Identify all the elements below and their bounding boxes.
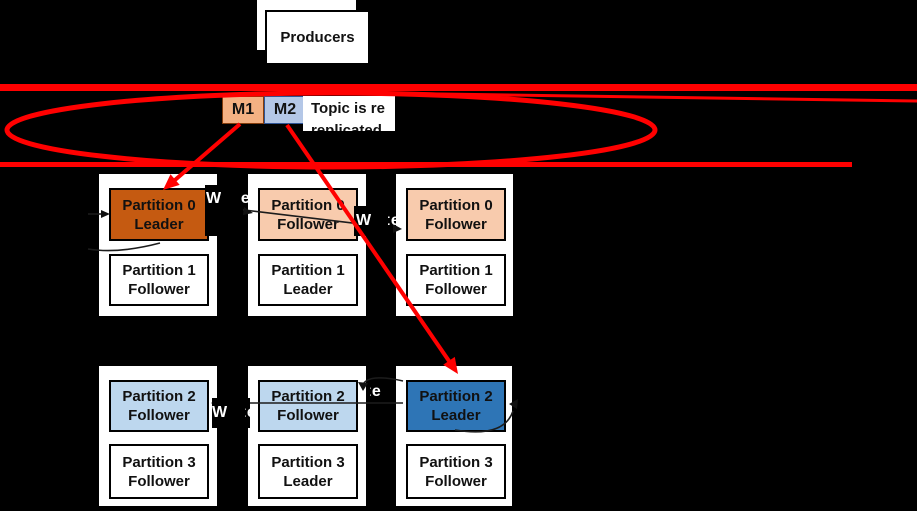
cell-line: Leader bbox=[283, 472, 333, 490]
red-ellipse bbox=[4, 90, 658, 170]
partition-3-follower: Partition 3 Follower bbox=[406, 444, 506, 499]
partition-0-follower: Partition 0 Follower bbox=[406, 188, 506, 241]
cell-line: Follower bbox=[425, 281, 487, 298]
cell-line: Partition 3 bbox=[122, 453, 196, 471]
cell-line: Partition 1 bbox=[271, 262, 345, 279]
write-arrow-broker6-to-broker5 bbox=[363, 377, 404, 384]
broker-4: Partition 2 Follower Partition 3 Followe… bbox=[97, 364, 219, 508]
red-bar-top bbox=[0, 84, 917, 91]
message-m2-label: M2 bbox=[273, 101, 297, 118]
cell-line: Partition 3 bbox=[271, 453, 345, 471]
broker-6: Partition 2 Leader Partition 3 Follower bbox=[394, 364, 514, 508]
arrowhead-broker5-follower bbox=[358, 382, 368, 391]
cell-line: Partition 1 bbox=[122, 262, 196, 279]
partition-3-follower: Partition 3 Follower bbox=[109, 444, 209, 499]
cell-line: Partition 0 bbox=[271, 196, 345, 214]
cell-line: Leader bbox=[431, 407, 481, 424]
topic-note-box: Topic is re replicated bbox=[303, 96, 395, 131]
cell-line: Partition 1 bbox=[419, 262, 493, 279]
partition-0-follower: Partition 0 Follower bbox=[258, 188, 358, 241]
topic-note-line1: Topic is re bbox=[311, 100, 385, 117]
cell-line: Partition 2 bbox=[419, 388, 493, 405]
cell-line: Leader bbox=[283, 281, 333, 298]
message-m1-label: M1 bbox=[231, 101, 255, 118]
artifact-blob bbox=[228, 401, 245, 426]
leader2-fetch-loop-curve bbox=[454, 410, 514, 433]
message-m1: M1 bbox=[222, 96, 264, 124]
partition-2-leader: Partition 2 Leader bbox=[406, 380, 506, 432]
producers-box: Producers bbox=[265, 10, 370, 65]
cell-line: Follower bbox=[425, 215, 487, 233]
partition-1-follower: Partition 1 Follower bbox=[109, 254, 209, 306]
cell-line: Follower bbox=[128, 472, 190, 490]
producers-label: Producers bbox=[280, 29, 355, 46]
cell-line: Follower bbox=[128, 407, 190, 424]
cell-line: Partition 2 bbox=[271, 388, 345, 405]
partition-1-follower: Partition 1 Follower bbox=[406, 254, 506, 306]
partition-2-follower: Partition 2 Follower bbox=[109, 380, 209, 432]
broker-1: Partition 0 Leader Partition 1 Follower bbox=[97, 172, 219, 318]
partition-3-leader: Partition 3 Leader bbox=[258, 444, 358, 499]
broker-2: Partition 0 Follower Partition 1 Leader bbox=[246, 172, 368, 318]
m2-arrowhead bbox=[443, 356, 458, 374]
arrowhead-broker3-follower bbox=[393, 224, 402, 233]
cell-line: Follower bbox=[425, 472, 487, 490]
topic-note-line2: replicated bbox=[311, 122, 382, 131]
broker-3: Partition 0 Follower Partition 1 Followe… bbox=[394, 172, 515, 318]
cell-line: Partition 3 bbox=[419, 453, 493, 471]
partition-0-leader: Partition 0 Leader bbox=[109, 188, 209, 241]
m2-arrow-line bbox=[285, 123, 451, 363]
cell-line: Partition 2 bbox=[122, 388, 196, 405]
partition-2-follower: Partition 2 Follower bbox=[258, 380, 358, 432]
message-m2: M2 bbox=[264, 96, 306, 124]
arrowhead-into-leader2 bbox=[509, 399, 518, 409]
cell-line: Partition 0 bbox=[419, 196, 493, 214]
partition-1-leader: Partition 1 Leader bbox=[258, 254, 358, 306]
broker-5: Partition 2 Follower Partition 3 Leader bbox=[246, 364, 368, 508]
cell-line: Leader bbox=[134, 215, 184, 233]
m1-arrow-line bbox=[173, 122, 242, 182]
arrowhead-into-leader0 bbox=[101, 210, 110, 218]
write-label-4: Write bbox=[370, 383, 382, 400]
cell-line: Follower bbox=[277, 407, 339, 424]
arrowhead-broker2-follower bbox=[243, 207, 253, 215]
leader0-fetch-loop-curve bbox=[87, 242, 161, 252]
artifact-blob bbox=[221, 187, 240, 211]
artifact-blob bbox=[372, 209, 388, 234]
m1-arrowhead bbox=[163, 174, 180, 190]
cell-line: Partition 0 bbox=[122, 196, 196, 214]
cell-line: Follower bbox=[128, 281, 190, 298]
